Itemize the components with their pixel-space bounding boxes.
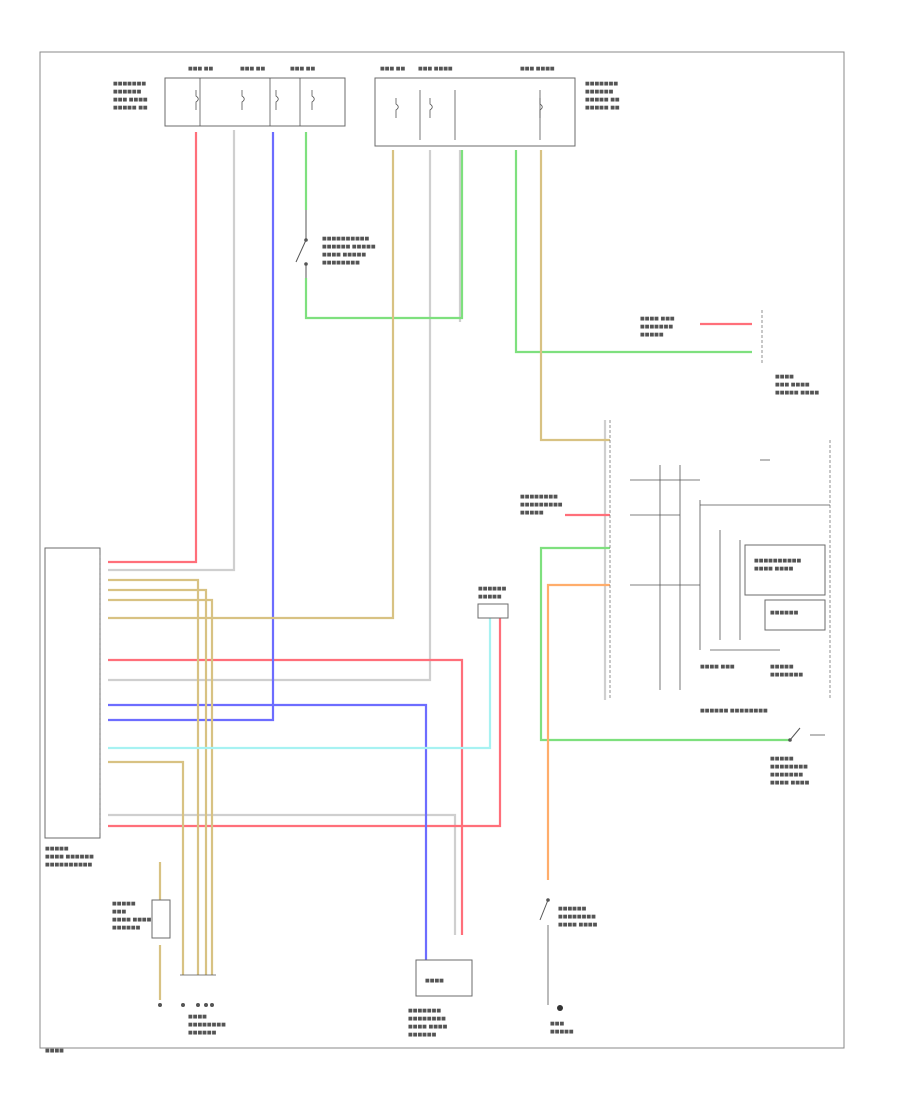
control-module-right: ■■■■■■■■ ■■■■■■■■■ ■■■■■ ■■■■■■■■■■ ■■■■… <box>520 420 831 700</box>
svg-text:■■■■■■■■: ■■■■■■■■ <box>322 260 360 266</box>
fuse-symbols <box>195 90 543 118</box>
svg-text:■■■■■■: ■■■■■■ <box>188 1030 217 1036</box>
svg-text:■■■■■■: ■■■■■■ <box>585 89 614 95</box>
tan-wire-pair3 <box>108 578 200 975</box>
red-wire-top <box>108 132 198 564</box>
svg-text:■■■■■: ■■■■■ <box>45 846 69 852</box>
svg-text:■■■■ ■■■■: ■■■■ ■■■■ <box>754 566 794 572</box>
svg-text:■■■■■■■■: ■■■■■■■■ <box>770 764 808 770</box>
svg-text:■■■ ■■■■: ■■■ ■■■■ <box>520 66 555 72</box>
svg-text:■■■■: ■■■■ <box>775 374 794 380</box>
svg-text:■■■■■: ■■■■■ <box>112 901 136 907</box>
svg-text:■■■■■■■■: ■■■■■■■■ <box>558 914 596 920</box>
green-wires <box>304 132 790 742</box>
red-wire-bottom <box>108 618 502 828</box>
svg-text:■■■■■: ■■■■■ <box>550 1029 574 1035</box>
svg-text:■■■■■■■■■■: ■■■■■■■■■■ <box>322 236 370 242</box>
svg-text:■■■■■■: ■■■■■■ <box>112 925 141 931</box>
svg-text:■■■■■ ■■■■: ■■■■■ ■■■■ <box>775 390 819 396</box>
green-wire-lower <box>539 546 790 742</box>
svg-text:■■■■: ■■■■ <box>425 978 444 984</box>
small-connector-mid: ■■■■■■ ■■■■■ <box>477 586 509 619</box>
svg-text:■■■ ■■■■: ■■■ ■■■■ <box>775 382 810 388</box>
svg-text:■■■■ ■■■■: ■■■■ ■■■■ <box>408 1024 448 1030</box>
top-fuse-box-right: ■■■ ■■ ■■■ ■■■■ ■■■ ■■■■ ■■■■■■■ ■■■■■■ … <box>374 66 620 147</box>
tan-wire-pair1 <box>108 588 208 975</box>
svg-text:■■■■■■■: ■■■■■■■ <box>408 1008 441 1014</box>
green-wire-top-loop <box>304 132 464 320</box>
svg-text:■■■■■■■■: ■■■■■■■■ <box>408 1016 446 1022</box>
svg-text:■■■■■■: ■■■■■■ <box>770 610 799 616</box>
svg-text:■■■■■: ■■■■■ <box>770 664 794 670</box>
ecm-connector-left: ■■■■■ ■■■■ ■■■■■■ ■■■■■■■■■■ <box>44 547 101 868</box>
blue-wire-main <box>108 132 275 722</box>
brake-pedal-switch: ■■■■■■■■■■ ■■■■■■ ■■■■■ ■■■■ ■■■■■ ■■■■■… <box>295 210 376 278</box>
svg-text:■■■ ■■■■: ■■■ ■■■■ <box>418 66 453 72</box>
svg-text:■■■■■■■■: ■■■■■■■■ <box>520 494 558 500</box>
svg-text:■■■■■: ■■■■■ <box>770 756 794 762</box>
top-fuse-box-left: ■■■ ■■ ■■■ ■■ ■■■ ■■ ■■■■■■■ ■■■■■■ ■■■ … <box>113 66 346 127</box>
svg-text:■■■■ ■■■■■: ■■■■ ■■■■■ <box>322 252 366 258</box>
svg-text:■■■■■: ■■■■■ <box>640 332 664 338</box>
tan-wire-left <box>108 760 185 975</box>
svg-text:■■■■■: ■■■■■ <box>478 594 502 600</box>
red-wire-mid <box>108 658 464 935</box>
svg-text:■■■ ■■: ■■■ ■■ <box>290 66 315 72</box>
diagram-code: ■■■■ <box>45 1048 64 1054</box>
svg-text:■■■■■■ ■■■■■■■■: ■■■■■■ ■■■■■■■■ <box>700 708 768 714</box>
svg-text:■■■■■ ■■: ■■■■■ ■■ <box>585 97 620 103</box>
blue-wires <box>108 132 428 960</box>
ground-connector-bottom-left: ■■■■ ■■■■■■■■ ■■■■■■ <box>180 974 226 1036</box>
right-connector: ■■■■ ■■■ ■■■■■■■ ■■■■■ ■■■■ ■■■ ■■■■ ■■■… <box>640 310 819 396</box>
svg-text:■■■■■■: ■■■■■■ <box>558 906 587 912</box>
svg-text:■■■■ ■■■■: ■■■■ ■■■■ <box>770 780 810 786</box>
svg-text:■■■■■■■■■: ■■■■■■■■■ <box>520 502 563 508</box>
svg-text:■■■■ ■■■■: ■■■■ ■■■■ <box>558 922 598 928</box>
svg-text:■■■■ ■■■■: ■■■■ ■■■■ <box>112 917 152 923</box>
cyan-wire <box>108 618 492 750</box>
red-wires <box>108 132 752 935</box>
svg-text:■■■■ ■■■: ■■■■ ■■■ <box>700 664 735 670</box>
svg-text:■■■■ ■■■■■■: ■■■■ ■■■■■■ <box>45 854 94 860</box>
svg-text:■■■■■■ ■■■■■: ■■■■■■ ■■■■■ <box>322 244 376 250</box>
svg-text:■■■■■■■: ■■■■■■■ <box>770 672 803 678</box>
svg-text:■■■■■ ■■: ■■■■■ ■■ <box>585 105 620 111</box>
sensor-module-bottom: ■■■■ ■■■■■■■ ■■■■■■■■ ■■■■ ■■■■ ■■■■■■ <box>408 959 473 1038</box>
svg-text:■■■ ■■: ■■■ ■■ <box>188 66 213 72</box>
left-switch-bottom: ■■■■■ ■■■ ■■■■ ■■■■ ■■■■■■ <box>112 899 171 1007</box>
svg-text:■■■■■■■■■■: ■■■■■■■■■■ <box>45 862 93 868</box>
svg-text:■■■ ■■: ■■■ ■■ <box>240 66 265 72</box>
svg-text:■■■■■■: ■■■■■■ <box>478 586 507 592</box>
svg-text:■■■: ■■■ <box>550 1021 564 1027</box>
svg-text:■■■■■■: ■■■■■■ <box>408 1032 437 1038</box>
blue-wire-lower <box>108 703 428 960</box>
svg-text:■■■■■: ■■■■■ <box>520 510 544 516</box>
svg-text:■■■■■■■■■■: ■■■■■■■■■■ <box>754 558 802 564</box>
svg-text:■■■ ■■■■: ■■■ ■■■■ <box>113 97 148 103</box>
svg-text:■■■■■ ■■: ■■■■■ ■■ <box>113 105 148 111</box>
svg-text:■■■■■■: ■■■■■■ <box>113 89 142 95</box>
svg-text:■■■■■■■: ■■■■■■■ <box>113 81 146 87</box>
tan-wires <box>108 150 610 1000</box>
svg-text:■■■ ■■: ■■■ ■■ <box>380 66 405 72</box>
clutch-switch-bottom: ■■■■■■ ■■■■■■■■ ■■■■ ■■■■ ■■■ ■■■■■ <box>539 898 598 1035</box>
svg-text:■■■■■■■: ■■■■■■■ <box>770 772 803 778</box>
orange-wire <box>546 583 610 880</box>
svg-text:■■■■ ■■■: ■■■■ ■■■ <box>640 316 675 322</box>
cruise-switch: ■■■■■■ ■■■■■■■■ ■■■■■ ■■■■■■■■ ■■■■■■■ ■… <box>700 708 825 786</box>
svg-text:■■■: ■■■ <box>112 909 126 915</box>
tan-wire-top <box>108 150 395 620</box>
tan-wire-right <box>539 150 610 442</box>
svg-text:■■■■: ■■■■ <box>188 1014 207 1020</box>
svg-text:■■■■■■■: ■■■■■■■ <box>640 324 673 330</box>
tan-wire-pair2 <box>108 598 214 975</box>
svg-text:■■■■■■■: ■■■■■■■ <box>585 81 618 87</box>
svg-text:■■■■■■■■: ■■■■■■■■ <box>188 1022 226 1028</box>
green-wire-right <box>514 150 752 354</box>
gray-wires <box>108 130 607 935</box>
